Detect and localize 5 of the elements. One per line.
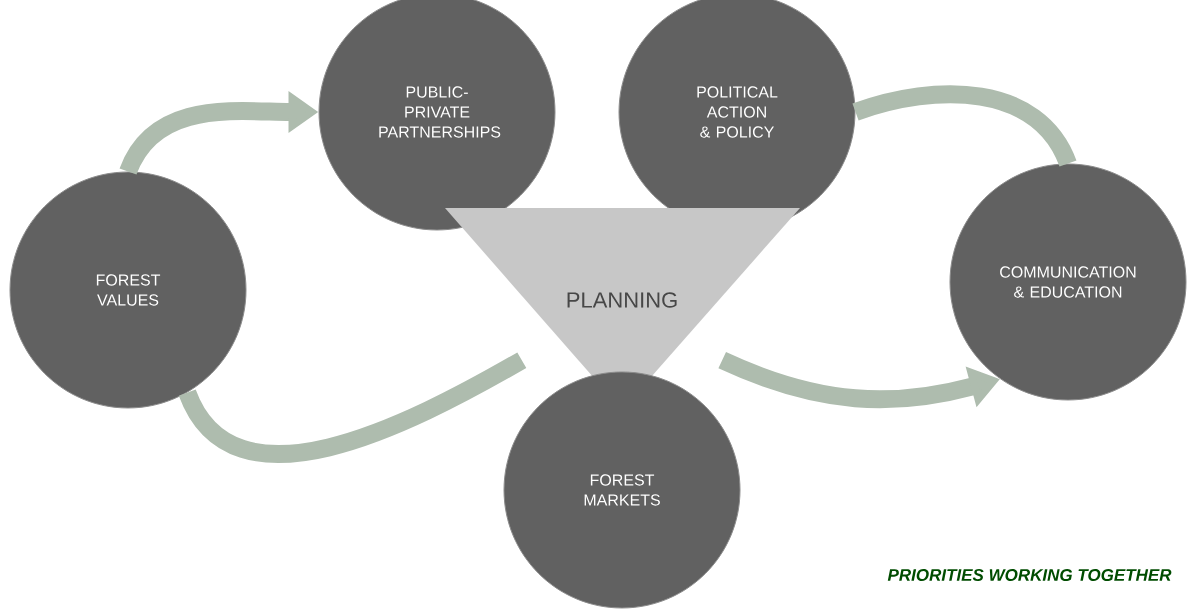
circle-node: FOREST MARKETS — [503, 371, 741, 609]
triangle-node: PLANNING — [445, 208, 800, 410]
circle-node: FOREST VALUES — [9, 171, 247, 409]
caption: PRIORITIES WORKING TOGETHER — [887, 568, 1172, 581]
circle-node: COMMUNICATION & EDUCATION — [949, 163, 1187, 401]
